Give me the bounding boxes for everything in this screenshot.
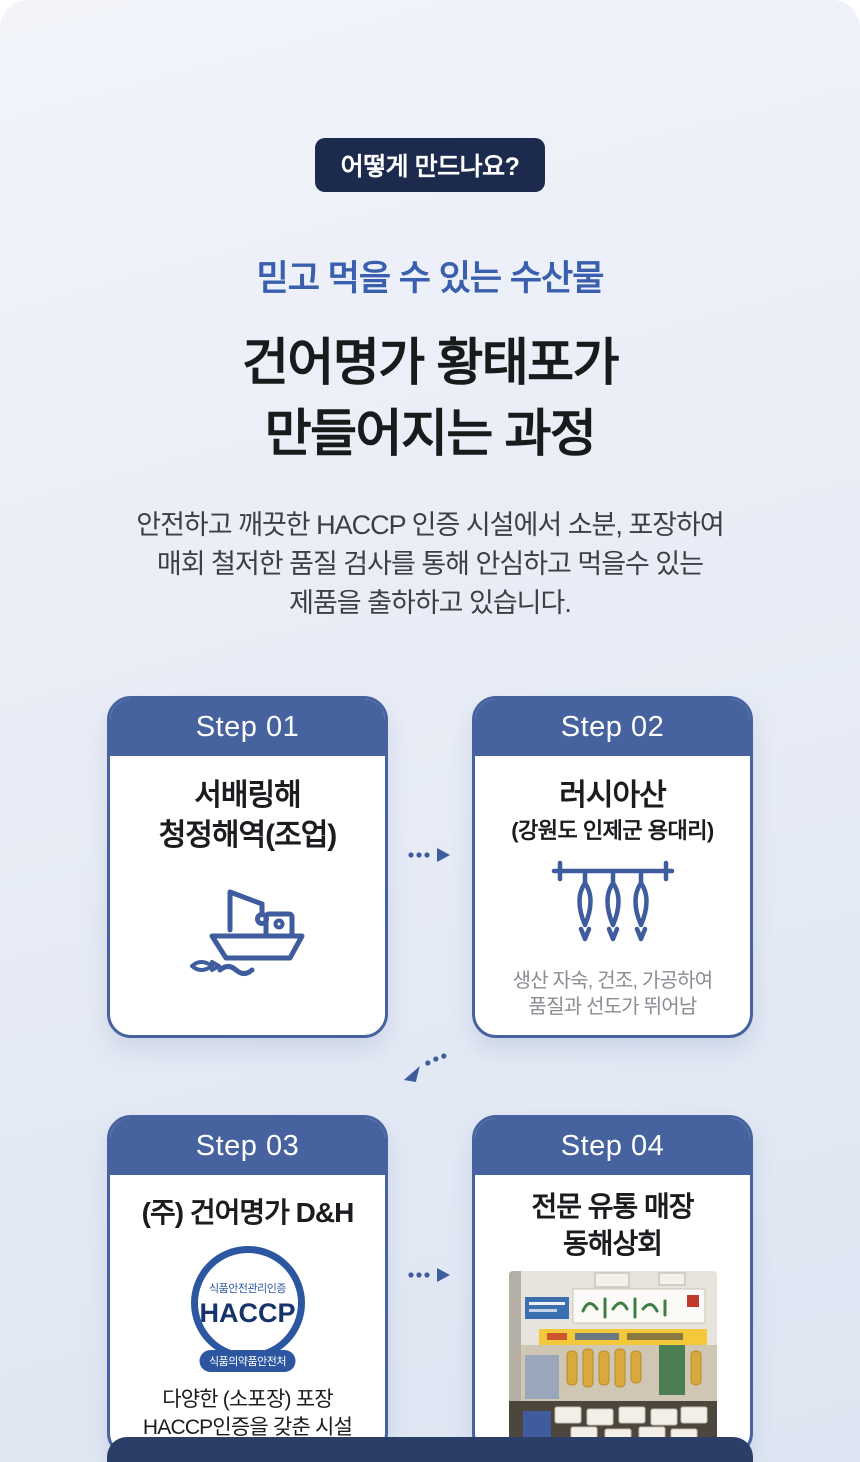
section-title-line1: 건어명가 황태포가 bbox=[241, 334, 620, 391]
step2-label: Step 02 bbox=[475, 699, 750, 757]
step2-note: 생산 자숙, 건조, 가공하여 품질과 선도가 뛰어남 bbox=[512, 970, 714, 1019]
haccp-cert-text: 식품안전관리인증 bbox=[209, 1282, 286, 1295]
step-card-1: Step 01 서배링해 청정해역(조업) bbox=[107, 696, 388, 1039]
section-description: 안전하고 깨끗한 HACCP 인증 시설에서 소분, 포장하여 매회 철저한 품… bbox=[136, 509, 724, 618]
step3-title: (주) 건어명가 D&H bbox=[141, 1197, 355, 1229]
step2-title: 러시아산 (강원도 인제군 용대리) bbox=[511, 779, 714, 843]
step-card-4: Step 04 전문 유통 매장 동해상회 bbox=[472, 1115, 753, 1458]
section-subtitle: 믿고 먹을 수 있는 수산물 bbox=[256, 259, 605, 298]
step-card-2: Step 02 러시아산 (강원도 인제군 용대리) bbox=[472, 696, 753, 1039]
step3-note: 다양한 (소포장) 포장 HACCP인증을 갖춘 시설 bbox=[142, 1388, 353, 1439]
haccp-logo: 식품안전관리인증 HACCP 식품의약품안전처 bbox=[183, 1246, 313, 1373]
step1-title: 서배링해 청정해역(조업) bbox=[158, 779, 338, 852]
step3-label: Step 03 bbox=[110, 1118, 385, 1176]
step-card-3: Step 03 (주) 건어명가 D&H 식품안전관리인증 HACCP 식품의약… bbox=[107, 1115, 388, 1458]
arrow-step1-to-step2 bbox=[406, 846, 454, 869]
haccp-authority-text: 식품의약품안전처 bbox=[199, 1350, 296, 1373]
store-photo bbox=[508, 1271, 717, 1446]
step4-label: Step 04 bbox=[475, 1118, 750, 1176]
haccp-wordmark: HACCP bbox=[199, 1297, 296, 1328]
arrow-step3-to-step4 bbox=[406, 1266, 454, 1289]
hanging-fish-icon bbox=[475, 857, 750, 958]
how-made-badge: 어떻게 만드나요? bbox=[314, 138, 546, 192]
arrow-step2-to-step3 bbox=[400, 1048, 452, 1089]
fishing-boat-icon bbox=[110, 870, 385, 993]
next-section-band bbox=[107, 1437, 753, 1462]
step4-title: 전문 유통 매장 동해상회 bbox=[531, 1191, 694, 1260]
step1-label: Step 01 bbox=[110, 699, 385, 757]
section-title-line2: 만들어지는 과정 bbox=[264, 405, 597, 463]
steps-grid: Step 01 서배링해 청정해역(조업) bbox=[0, 696, 860, 1458]
section-title: 건어명가 황태포가 만들어지는 과정 bbox=[0, 327, 860, 470]
